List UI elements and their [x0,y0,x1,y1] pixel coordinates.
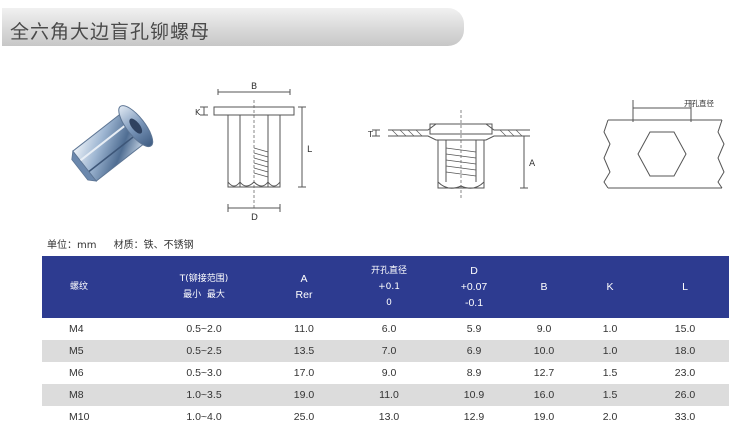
table-row: M10 1.0~4.0 25.0 13.0 12.9 19.0 2.0 33.0 [42,406,729,428]
cell-b: 10.0 [509,340,579,362]
cell-thread: M6 [69,367,84,379]
side-section-drawing [200,89,306,212]
cell-thread: M4 [69,323,84,335]
cell-t-range: 0.5~2.5 [139,340,269,362]
cell-hole-diameter: 11.0 [339,384,439,406]
label-t: T [367,130,373,139]
label-d: D [251,213,258,223]
cell-a: 13.5 [269,340,339,362]
cell-k: 1.0 [579,340,641,362]
cell-hole-diameter: 9.0 [381,367,397,379]
cell-thread: M8 [42,384,139,406]
unit-label: 单位：mm [47,240,97,251]
cell-d: 6.9 [439,340,509,362]
cell-d: 5.9 [466,323,482,335]
hole-drawing [603,100,725,189]
header-d: D +0.07 -0.1 [439,256,509,318]
header-l: L [641,256,729,318]
cell-thread: M5 [42,340,139,362]
cell-l: 18.0 [641,340,729,362]
cell-k: 1.5 [602,367,618,379]
table-row: M4 0.5~2.0 11.0 6.0 5.9 9.0 1.0 15.0 [42,318,729,340]
page-title: 全六角大边盲孔铆螺母 [10,21,211,43]
cell-t-range: 0.5~2.0 [186,323,222,335]
header-k: K [579,256,641,318]
material-label: 材质：铁、不锈钢 [113,240,194,251]
cell-hole-diameter: 13.0 [378,411,400,423]
table-row: M6 0.5~3.0 17.0 9.0 8.9 12.7 1.5 23.0 [42,362,729,384]
cell-b: 9.0 [536,323,552,335]
label-b: B [251,82,257,92]
cell-k: 1.5 [579,384,641,406]
title-bar: 全六角大边盲孔铆螺母 [2,8,464,46]
cell-t-range: 0.5~3.0 [186,367,222,379]
cell-a: 19.0 [269,384,339,406]
cell-a: 25.0 [293,411,315,423]
cell-d: 10.9 [439,384,509,406]
cell-thread: M10 [69,411,90,423]
cell-a: 17.0 [293,367,315,379]
unit-material-line: 单位：mm 材质：铁、不锈钢 [47,236,194,251]
cell-d: 12.9 [463,411,485,423]
cell-t-range: 1.0~4.0 [186,411,222,423]
cell-l: 26.0 [641,384,729,406]
cell-l: 33.0 [674,411,696,423]
cell-a: 11.0 [294,323,314,335]
cell-l: 23.0 [674,367,696,379]
cell-k: 1.0 [602,323,618,335]
header-t: T(铆接范围) 最小 最大 [139,256,269,318]
label-l: L [307,145,312,155]
cell-d: 8.9 [466,367,482,379]
cell-hole-diameter: 6.0 [381,323,397,335]
header-a: A Rer [269,256,339,318]
spec-table: 螺纹 T(铆接范围) 最小 最大 A Rer 开孔直径 +0.1 0 D +0.… [42,256,729,428]
label-hole-diameter: 开孔直径 [684,98,714,108]
header-hole: 开孔直径 +0.1 0 [339,256,439,318]
product-photo [71,105,154,182]
cell-b: 19.0 [533,411,555,423]
header-thread: 螺纹 [42,256,139,318]
technical-drawings: B K L D [71,82,725,223]
installed-section-drawing [372,110,530,198]
cell-hole-diameter: 7.0 [339,340,439,362]
cell-l: 15.0 [674,323,696,335]
label-k: K [195,108,201,117]
cell-b: 12.7 [533,367,555,379]
cell-k: 2.0 [602,411,618,423]
header-b: B [509,256,579,318]
cell-b: 16.0 [509,384,579,406]
table-header-row: 螺纹 T(铆接范围) 最小 最大 A Rer 开孔直径 +0.1 0 D +0.… [42,256,729,318]
label-a: A [529,159,536,169]
cell-t-range: 1.0~3.5 [139,384,269,406]
